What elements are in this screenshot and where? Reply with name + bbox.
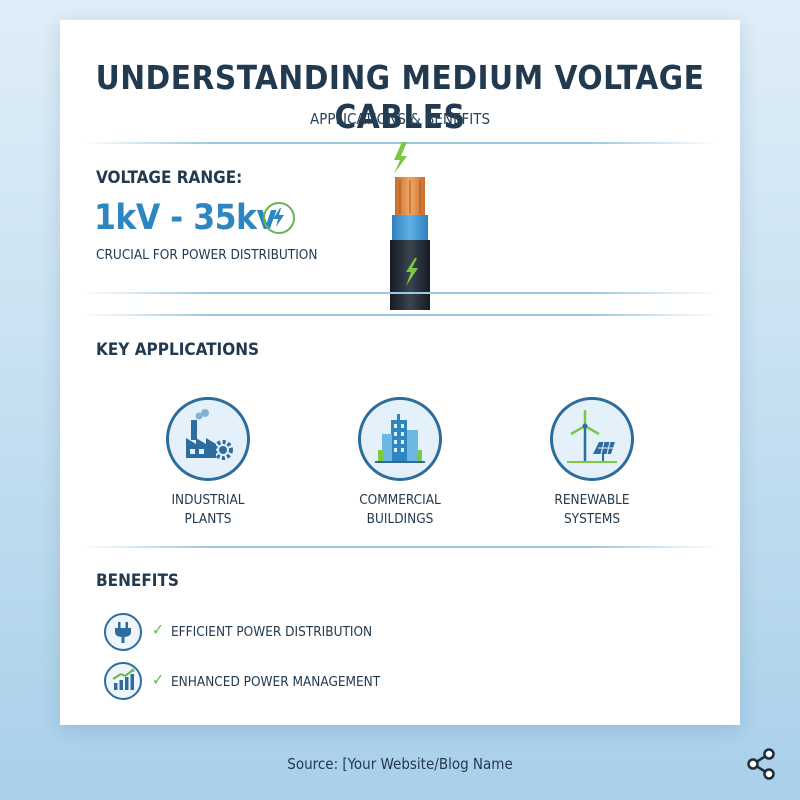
divider (80, 546, 720, 548)
growth-chart-icon (104, 662, 142, 700)
application-label-industrial: INDUSTRIAL PLANTS (171, 492, 245, 527)
office-building-icon (358, 397, 442, 481)
benefits-heading: BENEFITS (96, 571, 179, 591)
divider (80, 314, 720, 316)
divider (80, 142, 720, 144)
cable-cross-section-icon (360, 132, 460, 312)
divider (80, 292, 720, 294)
factory-gear-icon (166, 397, 250, 481)
infographic-card: UNDERSTANDING MEDIUM VOLTAGE CABLES APPL… (60, 20, 740, 725)
check-icon: ✓ (152, 620, 165, 639)
check-icon: ✓ (152, 670, 165, 689)
key-applications-heading: KEY APPLICATIONS (96, 340, 260, 360)
voltage-note: CRUCIAL FOR POWER DISTRIBUTION (96, 247, 318, 263)
voltage-range-label: VOLTAGE RANGE: (96, 168, 243, 188)
plug-icon (104, 613, 142, 651)
share-icon[interactable] (744, 746, 778, 782)
application-label-renewable: RENEWABLE SYSTEMS (554, 492, 630, 527)
benefit-text: ENHANCED POWER MANAGEMENT (171, 674, 381, 690)
voltage-range-value: 1kV - 35kv (94, 198, 277, 238)
page-title: UNDERSTANDING MEDIUM VOLTAGE CABLES (95, 58, 705, 136)
benefit-text: EFFICIENT POWER DISTRIBUTION (171, 624, 373, 640)
page-subtitle: APPLICATIONS & BENEFITS (309, 110, 491, 128)
wind-turbine-solar-panel-icon (550, 397, 634, 481)
application-label-commercial: COMMERCIAL BUILDINGS (359, 492, 441, 527)
lightning-bolt-icon (263, 202, 295, 234)
source-credit: Source: [Your Website/Blog Name (287, 755, 513, 773)
